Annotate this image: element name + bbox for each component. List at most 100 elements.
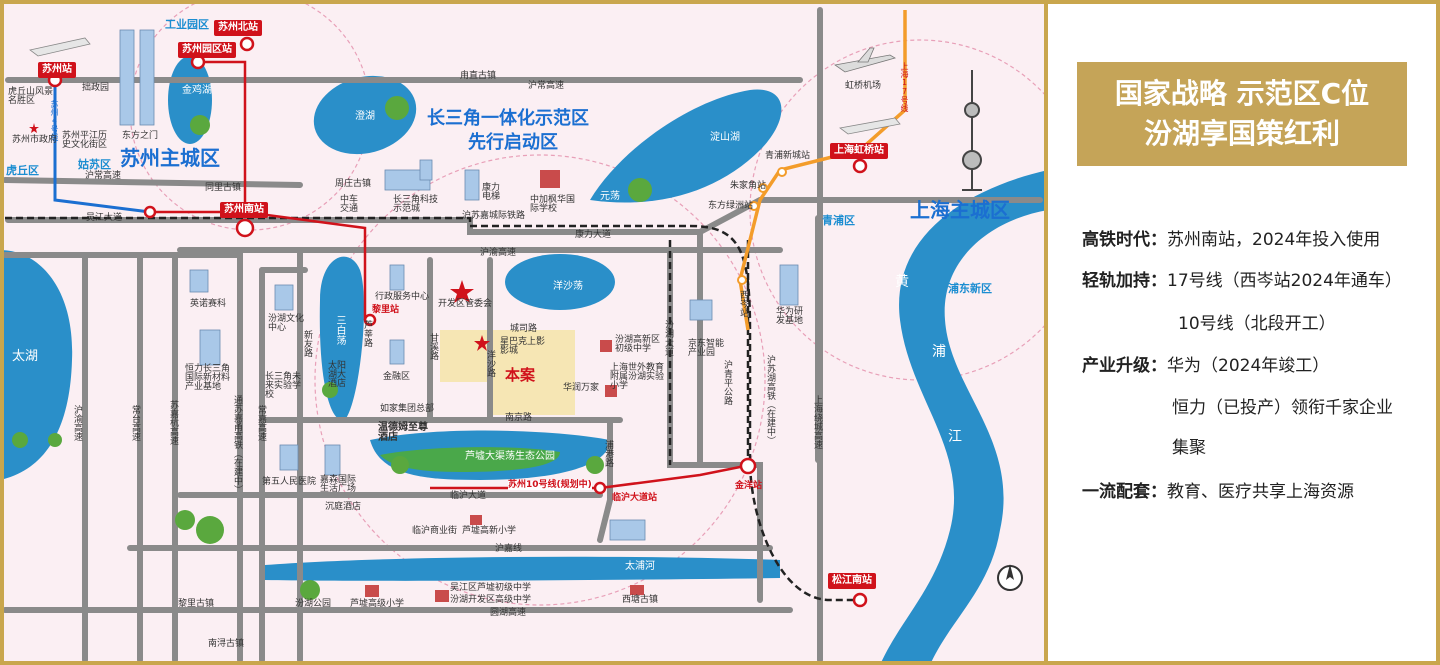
station-suzhou-park[interactable]: 苏州园区站 bbox=[178, 42, 236, 58]
line10-label: 苏州10号线(规划中) bbox=[508, 480, 592, 490]
poi-zhouzhuang: 周庄古镇 bbox=[335, 179, 372, 189]
poi-jd-park: 京东智能产业园 bbox=[688, 339, 725, 358]
poi-gov: 苏州市政府 bbox=[12, 135, 58, 145]
suzhou-main-district-label: 苏州主城区 bbox=[120, 146, 220, 170]
headline-banner: 国家战略 示范区C位 汾湖享国策红利 bbox=[1077, 62, 1407, 166]
headline-line-2: 汾湖享国策红利 bbox=[1143, 117, 1340, 150]
poi-tiger-hill: 虎丘山风景名胜区 bbox=[8, 87, 54, 106]
poi-lili-town: 黎里古镇 bbox=[178, 599, 215, 609]
rail-husujia: 沪苏嘉城际铁路 bbox=[462, 211, 526, 221]
road-yangsha: 洋沙路 bbox=[485, 350, 495, 377]
poi-jiasen-plaza: 嘉森国际生活广场 bbox=[320, 475, 357, 494]
road-fenhu: 汾湖大道 bbox=[663, 320, 673, 356]
station-songjiang-south[interactable]: 松江南站 bbox=[828, 573, 876, 589]
feature-row: 一流配套：教育、医疗共享上海资源 bbox=[1082, 478, 1354, 506]
feature-row: 轻轨加持：17号线（西岑站2024年通车） bbox=[1082, 267, 1402, 295]
station-suzhou[interactable]: 苏州站 bbox=[38, 62, 76, 78]
feature-value: 集聚 bbox=[1172, 438, 1206, 458]
station-xiqin[interactable]: 西岑站 bbox=[738, 290, 748, 317]
poi-zhongche: 中车交通 bbox=[340, 195, 359, 214]
poi-rujia: 如家集团总部 bbox=[380, 404, 435, 414]
poi-tongli: 同里古镇 bbox=[205, 183, 242, 193]
poi-luzhi: 甪直古镇 bbox=[460, 71, 497, 81]
lake-cheng: 澄湖 bbox=[355, 111, 375, 122]
lake-yangshadang: 洋沙荡 bbox=[553, 281, 583, 292]
rail-tongsujia: 通苏嘉甬高铁（在建中） bbox=[232, 395, 242, 494]
tai-lake-label: 太湖 bbox=[12, 349, 39, 364]
lake-dianshan: 淀山湖 bbox=[710, 132, 740, 143]
compass-icon bbox=[997, 564, 1023, 591]
line17-label: 上海17号线 bbox=[900, 62, 909, 112]
station-qingpu-new[interactable]: 青浦新城站 bbox=[765, 151, 811, 161]
road-xinyou: 新友路 bbox=[302, 330, 312, 357]
road-huchang-top: 沪常高速 bbox=[528, 81, 565, 91]
poi-xitang: 西塘古镇 bbox=[622, 595, 659, 605]
poi-starbucks: 星巴克上影影城 bbox=[500, 337, 546, 356]
poi-zhuozheng: 拙政园 bbox=[82, 83, 110, 93]
lake-sanbaidang: 三白荡 bbox=[334, 315, 345, 345]
station-hongqiao[interactable]: 上海虹桥站 bbox=[830, 143, 888, 159]
station-jinyang[interactable]: 金洋站 bbox=[735, 481, 763, 491]
station-suzhou-south[interactable]: 苏州南站 bbox=[220, 202, 268, 218]
road-shanghai-ring: 上海绕城高速 bbox=[812, 395, 822, 449]
poi-kangli-elevator: 康力电梯 bbox=[482, 183, 501, 202]
pudong-label: 浦东新区 bbox=[948, 282, 992, 295]
feature-key: 轻轨加持： bbox=[1082, 271, 1167, 291]
poi-tech-city: 长三角科技示范城 bbox=[393, 195, 439, 214]
feature-key: 产业升级： bbox=[1082, 356, 1167, 376]
poi-wujiang-middle: 吴江区芦墟初级中学 bbox=[450, 583, 532, 593]
poi-innoscience: 英诺赛科 bbox=[190, 299, 227, 309]
poi-huawei: 华为研发基地 bbox=[776, 307, 804, 326]
station-dongfang[interactable]: 东方绿洲站 bbox=[708, 201, 754, 211]
poi-hengli: 恒力长三角国际新材料产业基地 bbox=[185, 364, 231, 392]
headline-line-1: 国家战略 示范区C位 bbox=[1114, 77, 1370, 110]
poi-luxu-high: 芦墟高级小学 bbox=[350, 599, 405, 609]
road-ganxi: 甘溪路 bbox=[428, 333, 438, 360]
road-luxin: 芦莘路 bbox=[362, 320, 372, 347]
poi-nanxun: 南浔古镇 bbox=[208, 639, 245, 649]
poi-luxu-school: 芦墟高新小学 bbox=[462, 526, 517, 536]
station-suzhou-north[interactable]: 苏州北站 bbox=[214, 20, 262, 36]
feature-row: 产业升级：华为（2024年竣工） bbox=[1082, 352, 1329, 380]
road-sujia: 苏嘉杭高速 bbox=[168, 400, 178, 445]
huangpu-label-1: 黄 bbox=[895, 274, 909, 290]
lake-yuandang: 元荡 bbox=[600, 191, 620, 202]
info-panel: 国家战略 示范区C位 汾湖享国策红利 高铁时代：苏州南站，2024年投入使用 轻… bbox=[1048, 0, 1440, 665]
poi-huarun: 华润万家 bbox=[563, 383, 600, 393]
poi-kfq-committee: 开发区管委会 bbox=[438, 299, 493, 309]
huangpu-label-2: 浦 bbox=[932, 344, 946, 360]
poi-linhu-street: 临沪商业街 bbox=[412, 526, 458, 536]
poi-wyndham: 温德姆至尊酒店 bbox=[378, 422, 428, 443]
poi-pingjiang: 苏州平江历史文化街区 bbox=[62, 131, 108, 150]
line4-label: 苏州4号线 bbox=[50, 100, 59, 141]
shanghai-main-district-label: 上海主城区 bbox=[910, 198, 1010, 222]
project-label: 本案 bbox=[505, 366, 536, 384]
start-zone-label: 先行启动区 bbox=[468, 132, 558, 153]
poi-hotel-chenting: 沉庭酒店 bbox=[325, 502, 362, 512]
rail-husuhu: 沪苏湖高铁（在建中） bbox=[765, 355, 775, 445]
station-linhu[interactable]: 临沪大道站 bbox=[612, 493, 658, 503]
feature-value: 教育、医疗共享上海资源 bbox=[1167, 482, 1354, 502]
huqiu-label: 虎丘区 bbox=[6, 164, 39, 177]
feature-value: 苏州南站，2024年投入使用 bbox=[1167, 230, 1381, 250]
location-map[interactable]: 苏州主城区 上海主城区 长三角一体化示范区 先行启动区 本案 太湖 黄 浦 江 … bbox=[0, 0, 1048, 665]
poi-hospital: 第五人民医院 bbox=[262, 477, 317, 487]
poi-zhongjia-school: 中加枫华国际学校 bbox=[530, 195, 576, 214]
taipu-river: 太浦河 bbox=[625, 561, 655, 572]
poi-finance-district: 金融区 bbox=[383, 372, 411, 382]
feature-key: 一流配套： bbox=[1082, 482, 1167, 502]
road-changtai: 常台高速 bbox=[130, 405, 140, 441]
station-lili[interactable]: 黎里站 bbox=[372, 305, 400, 315]
feature-value: 10号线（北段开工） bbox=[1178, 314, 1336, 334]
poi-taiyang-hotel: 太阳湖大酒店 bbox=[328, 361, 347, 389]
road-changjia: 常嘉高速 bbox=[256, 405, 266, 441]
road-linhu: 临沪大道 bbox=[450, 491, 487, 501]
poi-hongqiao-airport: 虹桥机场 bbox=[845, 81, 882, 91]
road-pugang: 浦港路 bbox=[603, 440, 613, 467]
huangpu-label-3: 江 bbox=[948, 429, 962, 445]
poi-fenhu-culture: 汾湖文化中心 bbox=[268, 314, 305, 333]
station-zhujiajiao[interactable]: 朱家角站 bbox=[730, 181, 767, 191]
poi-fenhu-middle: 汾湖高新区初级中学 bbox=[615, 335, 661, 354]
feature-row: 恒力（已投产）领衔千家企业 bbox=[1172, 394, 1393, 422]
road-wujiang: 吴江大道 bbox=[86, 213, 123, 223]
